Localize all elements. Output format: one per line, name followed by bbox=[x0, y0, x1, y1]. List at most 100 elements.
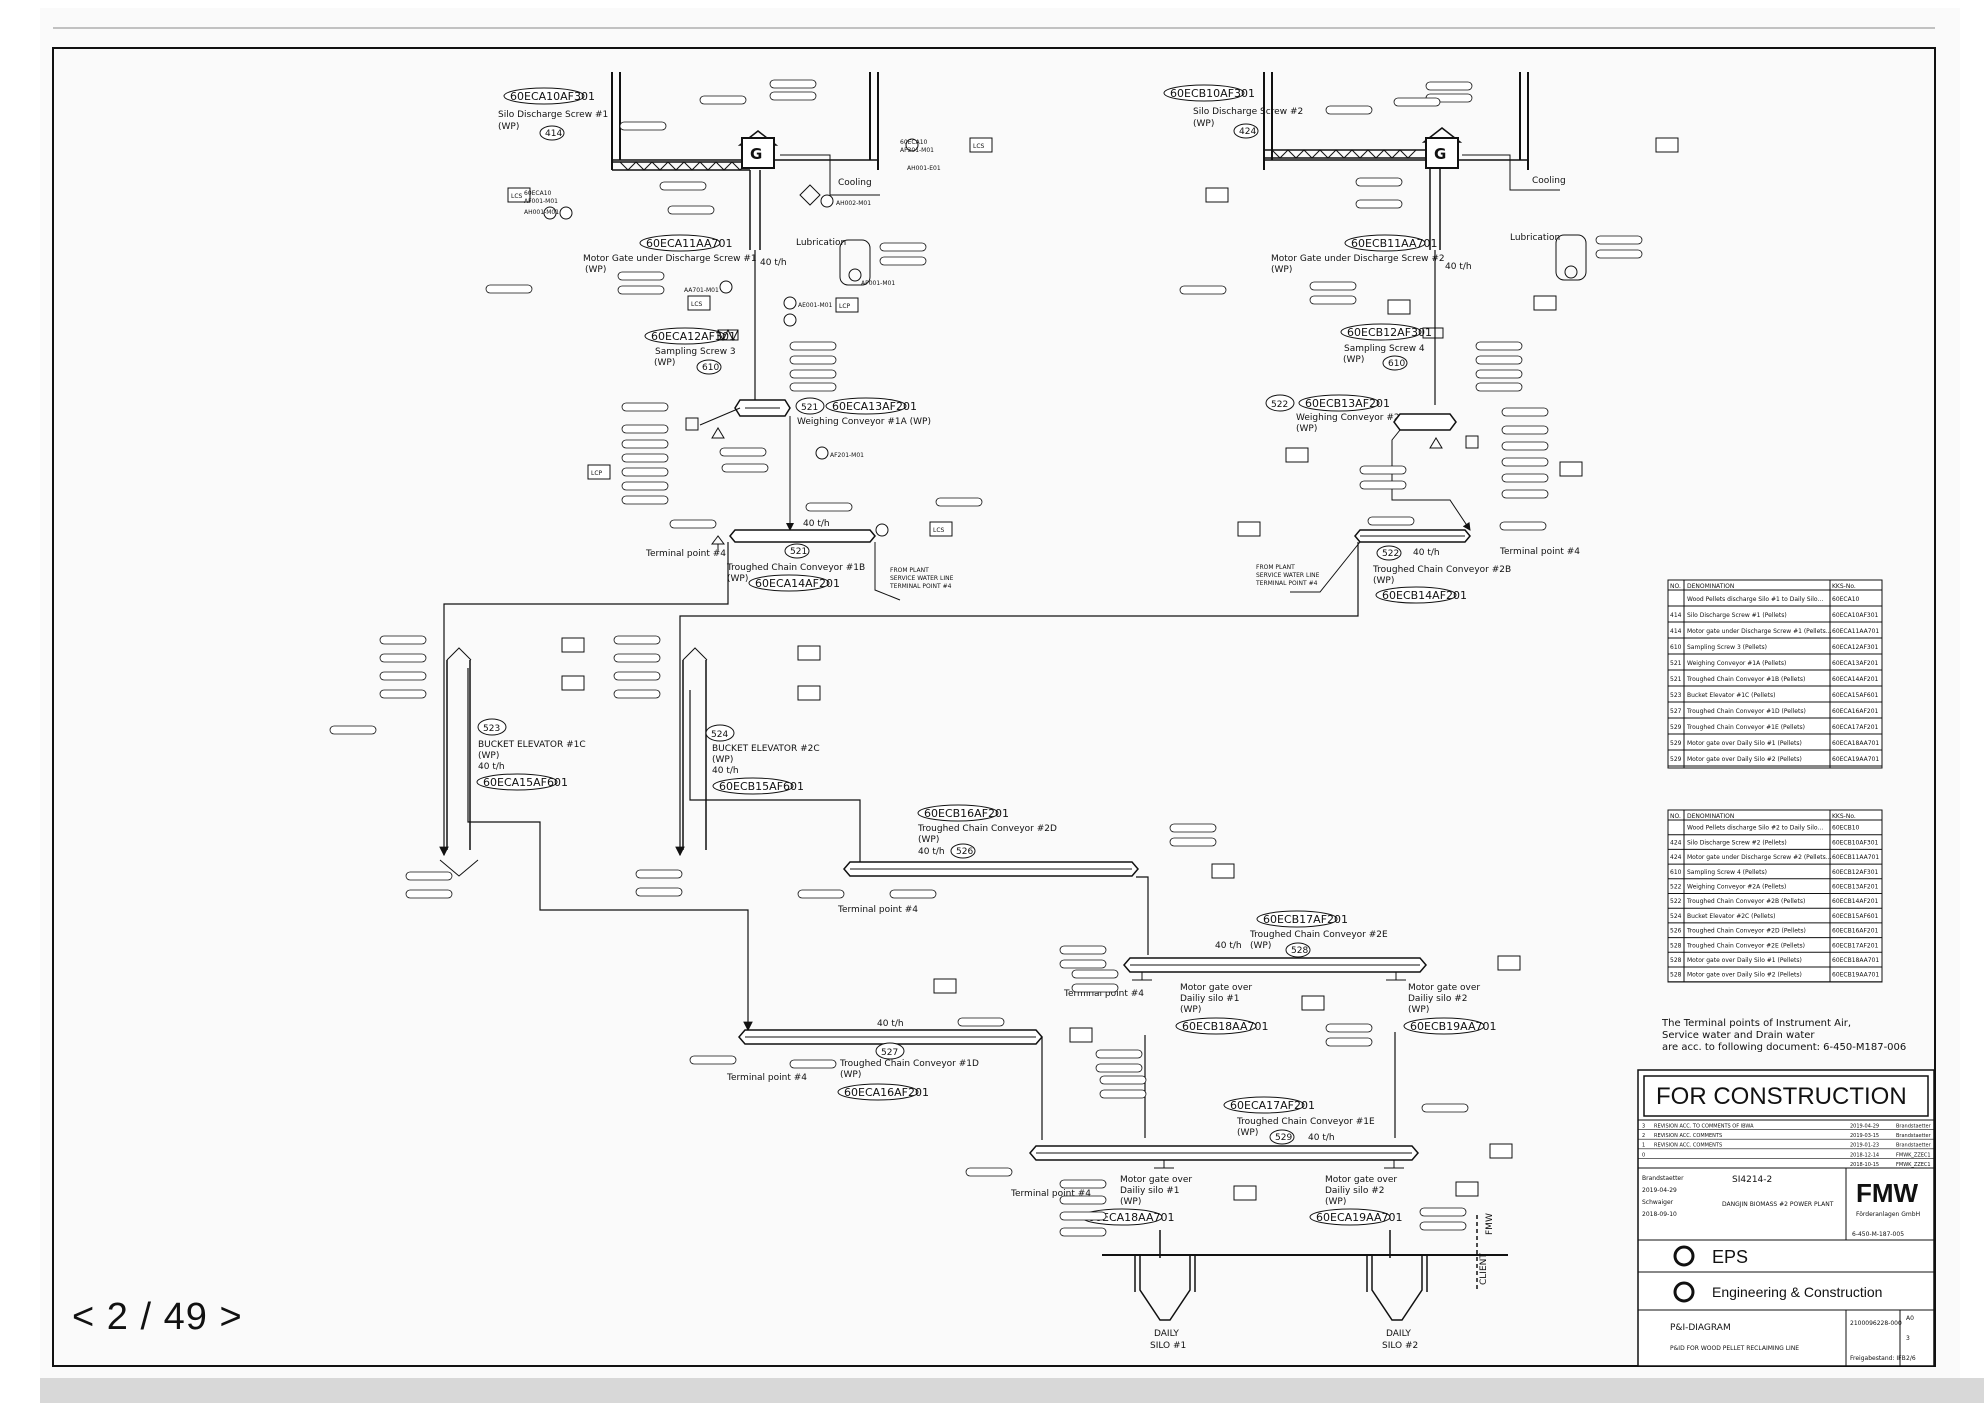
line-b-flow-1: 40 t/h bbox=[1445, 262, 1472, 272]
gate-a19-wp: (WP) bbox=[1325, 1197, 1346, 1207]
line-b-lcs-box-4[interactable] bbox=[1285, 447, 1309, 463]
next-page-button[interactable]: > bbox=[219, 1296, 243, 1338]
tb-designer: Schwaiger bbox=[1642, 1199, 1674, 1206]
conveyor-2e-flow: 40 t/h bbox=[1215, 941, 1242, 951]
conveyor-1e-wp: (WP) bbox=[1237, 1128, 1258, 1138]
gate-b19-label-1: Motor gate over bbox=[1408, 983, 1480, 993]
line-b-lcs-box-3[interactable] bbox=[1387, 299, 1411, 315]
prev-page-button[interactable]: < bbox=[72, 1296, 96, 1338]
note-line-1: The Terminal points of Instrument Air, bbox=[1661, 1018, 1851, 1029]
line-a-motor-symbol-5 bbox=[719, 280, 733, 294]
rev-by: Brandstaetter bbox=[1896, 1124, 1932, 1130]
line-a-lcs-box-3[interactable] bbox=[687, 295, 711, 311]
lower-lcs-box-8[interactable] bbox=[1455, 1181, 1479, 1197]
table_a-row-kks: 60ECA18AA701 bbox=[1832, 740, 1879, 747]
table_a-row-kks: 60ECA17AF201 bbox=[1832, 724, 1879, 731]
lower-lcs-box-5[interactable] bbox=[1069, 1027, 1093, 1043]
kks-table-line-a: NO. DENOMINATION KKS-No. Wood Pellets di… bbox=[1667, 579, 1883, 769]
table_a-row-denomination: Wood Pellets discharge Silo #1 to Daily … bbox=[1687, 596, 1824, 603]
conveyor-2d-tag[interactable]: 60ECB16AF201 bbox=[924, 807, 1009, 820]
line-a-lcp-box-1[interactable] bbox=[835, 297, 859, 313]
lower-lcs-box-7[interactable] bbox=[1489, 1143, 1513, 1159]
line-a-motor-symbol-2 bbox=[559, 206, 573, 220]
line-a-sampling-label: Sampling Screw 3 bbox=[655, 347, 736, 357]
line-a-lcs-box-1[interactable] bbox=[507, 187, 531, 203]
line-a-weighing-tag[interactable]: 60ECA13AF201 bbox=[832, 400, 917, 413]
lower-lcs-box-3[interactable] bbox=[1497, 955, 1521, 971]
line-a-weighing-no: 521 bbox=[801, 403, 818, 413]
elevator-1c-tag[interactable]: 60ECA15AF601 bbox=[483, 776, 568, 789]
table_b-row-denomination: Troughed Chain Conveyor #2D (Pellets) bbox=[1686, 928, 1806, 935]
rev-desc: REVISION ACC. COMMENTS bbox=[1654, 1143, 1722, 1149]
table_b-row-denomination: Motor gate over Daily Silo #1 (Pellets) bbox=[1687, 957, 1802, 964]
gate-a19-tag[interactable]: 60ECA19AA701 bbox=[1316, 1211, 1403, 1224]
table_a-row-denomination: Troughed Chain Conveyor #1B (Pellets) bbox=[1686, 676, 1805, 683]
gate-b18-tag[interactable]: 60ECB18AA701 bbox=[1182, 1020, 1269, 1033]
elevator-2c-flow: 40 t/h bbox=[712, 766, 739, 776]
lower-lcs-box-6[interactable] bbox=[1233, 1185, 1257, 1201]
line-a-silo-screw-tag[interactable]: 60ECA10AF301 bbox=[510, 90, 595, 103]
line-b-silo-screw-tag[interactable]: 60ECB10AF301 bbox=[1170, 87, 1255, 100]
line-b-lubrication-label: Lubrication bbox=[1510, 233, 1560, 243]
conveyor-1e-tag[interactable]: 60ECA17AF201 bbox=[1230, 1099, 1315, 1112]
line-b-lcp-box-1[interactable] bbox=[1533, 295, 1557, 311]
line-b-lcp-box-2[interactable] bbox=[1559, 461, 1583, 477]
line-a-lcs-box-4[interactable] bbox=[929, 521, 953, 537]
line-a-instr-7: AH002-M01 bbox=[836, 200, 871, 207]
table_b-row-no: 528 bbox=[1670, 972, 1682, 979]
line-b-lcs-box-5[interactable] bbox=[1237, 521, 1261, 537]
fmw-logo: FMW bbox=[1856, 1178, 1919, 1208]
line-a-lcs-box-2[interactable] bbox=[969, 137, 993, 153]
line-a-silo-screw-label: Silo Discharge Screw #1 bbox=[498, 110, 608, 120]
line-b-lcs-box-1[interactable] bbox=[1205, 187, 1229, 203]
line-b-motor-gate-tag[interactable]: 60ECB11AA701 bbox=[1351, 237, 1438, 250]
conveyor-2d-flow: 40 t/h bbox=[918, 847, 945, 857]
fmw-boundary-label: FMW bbox=[1485, 1213, 1495, 1235]
rev-by: FMWK_ZZEC1 bbox=[1896, 1152, 1931, 1158]
line-a-cooling-label: Cooling bbox=[838, 178, 872, 188]
line-a-sampling-tag[interactable]: 60ECA12AF301 bbox=[651, 330, 736, 343]
elevator-1c-lcs-2[interactable] bbox=[561, 675, 585, 691]
conveyor-1e-flow: 40 t/h bbox=[1308, 1133, 1335, 1143]
elevator-1c-wp: (WP) bbox=[478, 751, 499, 761]
eps-logo-text: EPS bbox=[1712, 1247, 1748, 1267]
table_b-row-no: 610 bbox=[1670, 869, 1682, 876]
gate-a18-tag[interactable]: 60ECA18AA701 bbox=[1088, 1211, 1175, 1224]
gate-b18-wp: (WP) bbox=[1180, 1005, 1201, 1015]
line-a-troughed-label: Troughed Chain Conveyor #1B bbox=[726, 563, 865, 573]
lower-lcs-box-1[interactable] bbox=[1211, 863, 1235, 879]
rev-date: 2019-03-15 bbox=[1850, 1133, 1879, 1139]
line-a-motor-symbol-3 bbox=[905, 138, 919, 152]
line-a-sampling-wp: (WP) bbox=[654, 358, 675, 368]
daily-silo-1-label-a: DAILY bbox=[1154, 1329, 1179, 1339]
elevator-1c-lcs-1[interactable] bbox=[561, 637, 585, 653]
elevator-2c-tag[interactable]: 60ECB15AF601 bbox=[719, 780, 804, 793]
line-a-troughed-tag[interactable]: 60ECA14AF201 bbox=[755, 577, 840, 590]
elevator-2c-lcs-2[interactable] bbox=[797, 685, 821, 701]
line-b-troughed-tag[interactable]: 60ECB14AF201 bbox=[1382, 589, 1467, 602]
conveyor-2e-terminal: Terminal point #4 bbox=[1063, 989, 1144, 999]
rev-by: FMWK_ZZEC1 bbox=[1896, 1162, 1931, 1168]
gate-b19-tag[interactable]: 60ECB19AA701 bbox=[1410, 1020, 1497, 1033]
line-b-weighing-tag[interactable]: 60ECB13AF201 bbox=[1305, 397, 1390, 410]
bucket-elevator-1c: 523 BUCKET ELEVATOR #1C (WP) 40 t/h 60EC… bbox=[439, 647, 586, 877]
line-a-lcp-box-2[interactable] bbox=[587, 464, 611, 480]
line-a-motor-symbol-7 bbox=[783, 313, 797, 327]
tb-date-1: 2019-04-29 bbox=[1642, 1187, 1677, 1194]
table_a-row-kks: 60ECA15AF601 bbox=[1832, 692, 1879, 699]
line-b-silo-screw-no: 424 bbox=[1239, 127, 1256, 137]
table_b-row-denomination: Troughed Chain Conveyor #2B (Pellets) bbox=[1686, 898, 1805, 905]
rev-desc: REVISION ACC. TO COMMENTS OF IBWA bbox=[1654, 1124, 1754, 1130]
table_b-row-no: 522 bbox=[1670, 898, 1682, 905]
table_a-row-kks: 60ECA16AF201 bbox=[1832, 708, 1879, 715]
conveyor-2e-tag[interactable]: 60ECB17AF201 bbox=[1263, 913, 1348, 926]
line-b-lcs-box-2[interactable] bbox=[1655, 137, 1679, 153]
lower-lcs-box-2[interactable] bbox=[933, 978, 957, 994]
line-b-sampling-tag[interactable]: 60ECB12AF301 bbox=[1347, 326, 1432, 339]
line-a-motor-gate-tag[interactable]: 60ECA11AA701 bbox=[646, 237, 733, 250]
conveyor-1d-tag[interactable]: 60ECA16AF201 bbox=[844, 1086, 929, 1099]
lower-lcs-box-4[interactable] bbox=[1301, 995, 1325, 1011]
elevator-2c-lcs-1[interactable] bbox=[797, 645, 821, 661]
table_a-row-denomination: Troughed Chain Conveyor #1D (Pellets) bbox=[1686, 708, 1806, 715]
table-b-header-denomination: DENOMINATION bbox=[1687, 813, 1734, 820]
